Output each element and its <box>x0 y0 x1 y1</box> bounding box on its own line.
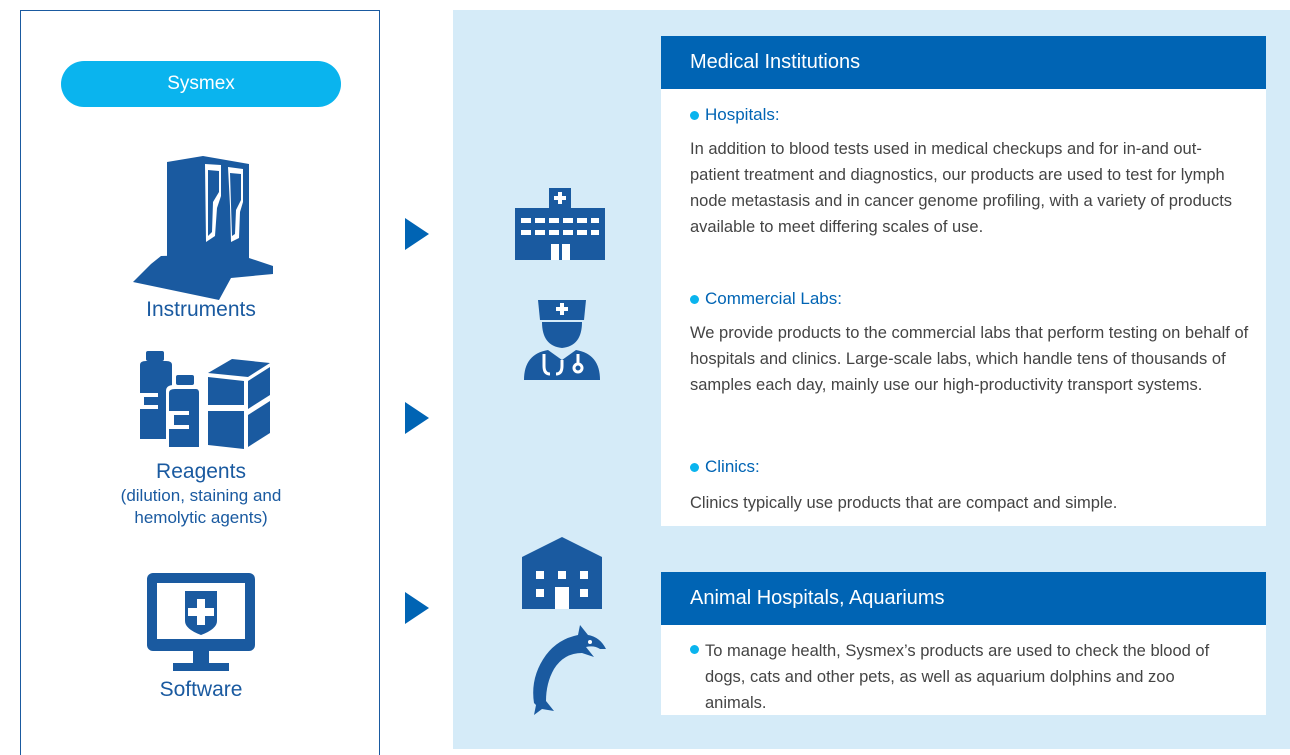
commercial-labs-title: Commercial Labs: <box>690 288 842 310</box>
bullet-icon <box>690 294 699 304</box>
clinics-body: Clinics typically use products that are … <box>690 494 1118 512</box>
bullet-icon <box>690 110 699 120</box>
hospitals-title: Hospitals: <box>690 104 780 126</box>
medical-institutions-card: Medical Institutions Hospitals: In addit… <box>661 36 1266 526</box>
animal-hospitals-bullet: To manage health, Sysmex’s products are … <box>690 638 1225 716</box>
bullet-icon <box>690 645 699 654</box>
instrument-icon <box>133 156 273 300</box>
instruments-label: Instruments <box>146 298 256 321</box>
doctor-icon <box>524 300 600 380</box>
reagents-sublabel: (dilution, staining and hemolytic agents… <box>120 486 282 527</box>
clinics-title: Clinics: <box>690 456 760 478</box>
sysmex-badge: Sysmex <box>61 61 341 107</box>
arrow-right-icon <box>405 218 429 250</box>
animal-hospital-icon <box>522 537 602 609</box>
software-label: Software <box>159 678 243 701</box>
products-panel: Sysmex Instruments Reagents (dilution, <box>20 10 380 755</box>
hospitals-body: In addition to blood tests used in medic… <box>690 140 1233 236</box>
hospitals-title-text: Hospitals: <box>705 105 780 124</box>
commercial-labs-title-text: Commercial Labs: <box>705 289 842 308</box>
arrow-right-icon <box>405 402 429 434</box>
animal-hospitals-title: Animal Hospitals, Aquariums <box>661 572 1266 625</box>
commercial-labs-body: We provide products to the commercial la… <box>690 324 1249 394</box>
animal-hospitals-card: Animal Hospitals, Aquariums To manage he… <box>661 572 1266 715</box>
dolphin-icon <box>533 625 606 715</box>
medical-institutions-title: Medical Institutions <box>661 36 1266 89</box>
clinics-title-text: Clinics: <box>705 457 760 476</box>
software-icon <box>147 573 255 671</box>
reagents-label: Reagents <box>156 460 246 483</box>
reagents-icon <box>140 351 270 449</box>
bullet-icon <box>690 462 699 472</box>
animal-hospitals-body: To manage health, Sysmex’s products are … <box>705 642 1210 712</box>
hospital-icon <box>515 188 605 260</box>
arrow-right-icon <box>405 592 429 624</box>
